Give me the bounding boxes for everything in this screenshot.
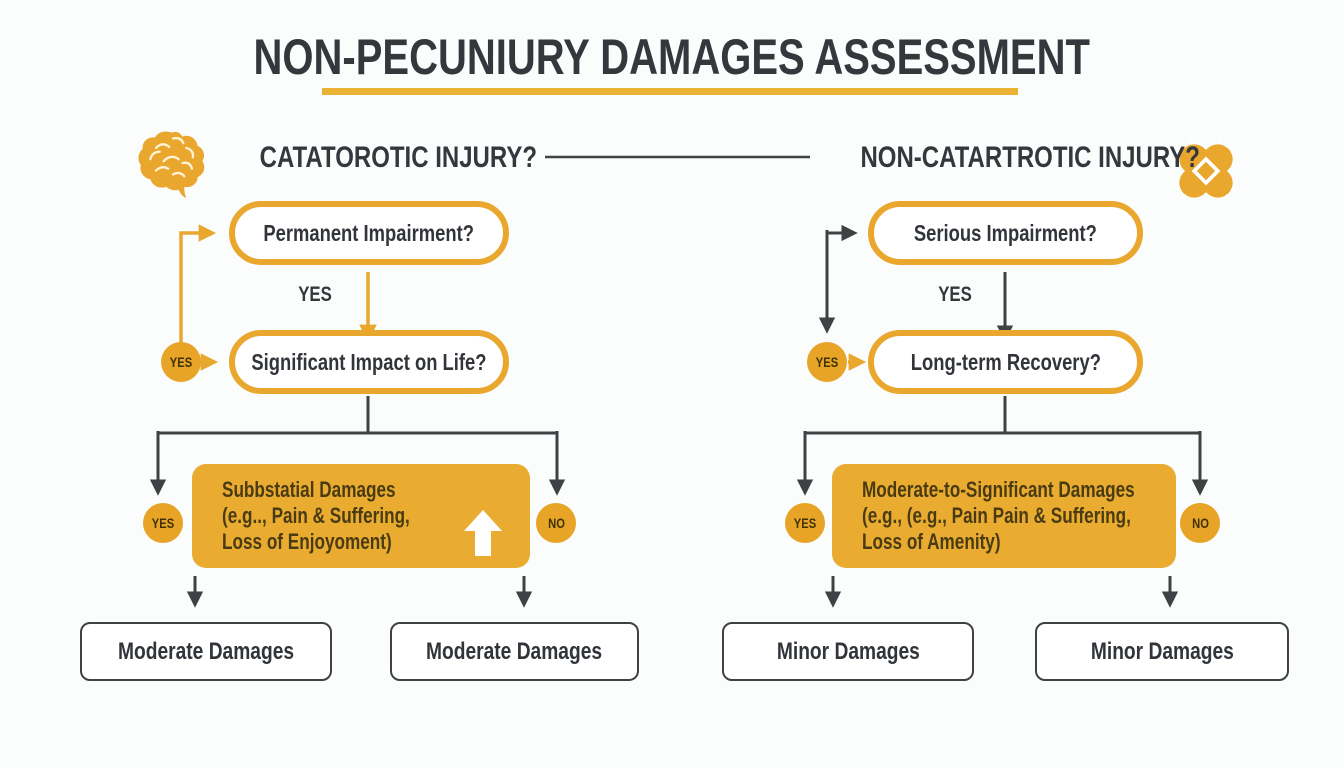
right-branch-yes-text: YES [793, 515, 817, 531]
right-branch-header: NON-CATARTROTIC INJURY? [818, 140, 1200, 176]
right-question2-text: Long-term Recovery? [910, 348, 1101, 375]
left-branch-header-text: CATATOROTIC INJURY? [259, 141, 537, 174]
brain-icon [138, 131, 205, 199]
bandage-icon [1177, 140, 1235, 202]
left-loop-yes-text: YES [169, 354, 193, 370]
right-yes-between-text: YES [938, 283, 972, 306]
right-branch-no-text: NO [1191, 515, 1209, 531]
right-yes-between-label: YES [925, 283, 985, 307]
left-loop-elbow-arrow [179, 224, 217, 346]
right-question1-text: Serious Impairment? [913, 219, 1098, 246]
right-result-line3: Loss of Amenity) [862, 529, 1001, 554]
left-question1-box: Permanent Impairment? [229, 201, 509, 265]
right-loop-yes-text: YES [815, 354, 839, 370]
left-branch-no-text: NO [547, 515, 565, 531]
left-result-line2: (e.g.., Pain & Suffering, [222, 503, 410, 528]
left-branch-yes-text: YES [151, 515, 175, 531]
page-title: NON-PECUNIURY DAMAGES ASSESSMENT [0, 28, 1344, 86]
right-branch-no-circle: NO [1180, 503, 1220, 543]
left-outcome1-text: Moderate Damages [117, 637, 295, 665]
left-outcome2-text: Moderate Damages [426, 637, 603, 665]
left-branch-no-circle: NO [536, 503, 576, 543]
right-outcome2-box: Minor Damages [1035, 622, 1289, 681]
right-branch-yes-circle: YES [785, 503, 825, 543]
right-outcome1-text: Minor Damages [776, 637, 920, 665]
left-outcome2-box: Moderate Damages [390, 622, 639, 681]
left-branch-yes-circle: YES [143, 503, 183, 543]
right-branch-header-text: NON-CATARTROTIC INJURY? [860, 141, 1200, 174]
left-yes-between-text: YES [298, 283, 332, 306]
left-result-line1: Subbstatial Damages [222, 477, 396, 502]
left-yes-between-label: YES [285, 283, 345, 307]
left-outcome1-box: Moderate Damages [80, 622, 332, 681]
left-question2-box: Significant Impact on Life? [229, 330, 509, 394]
left-loop-yes-circle: YES [161, 342, 201, 382]
left-branch-header: CATATOROTIC INJURY? [225, 140, 537, 176]
left-result-box: Subbstatial Damages (e.g.., Pain & Suffe… [192, 464, 530, 568]
right-loop-yes-circle: YES [807, 342, 847, 382]
right-result-line2: (e.g., (e.g., Pain Pain & Suffering, [862, 503, 1131, 528]
right-outcome2-text: Minor Damages [1090, 637, 1234, 665]
left-question2-text: Significant Impact on Life? [251, 348, 487, 375]
page-title-text: NON-PECUNIURY DAMAGES ASSESSMENT [253, 29, 1091, 85]
right-result-line1: Moderate-to-Significant Damages [862, 477, 1135, 502]
left-result-line3: Loss of Enjoyoment) [222, 529, 392, 554]
up-arrow-icon [464, 510, 502, 556]
right-outcome1-box: Minor Damages [722, 622, 974, 681]
right-question2-box: Long-term Recovery? [868, 330, 1143, 394]
right-result-box: Moderate-to-Significant Damages (e.g., (… [832, 464, 1176, 568]
right-question1-box: Serious Impairment? [868, 201, 1143, 265]
left-question1-text: Permanent Impairment? [263, 219, 475, 246]
title-underline [322, 88, 1018, 95]
